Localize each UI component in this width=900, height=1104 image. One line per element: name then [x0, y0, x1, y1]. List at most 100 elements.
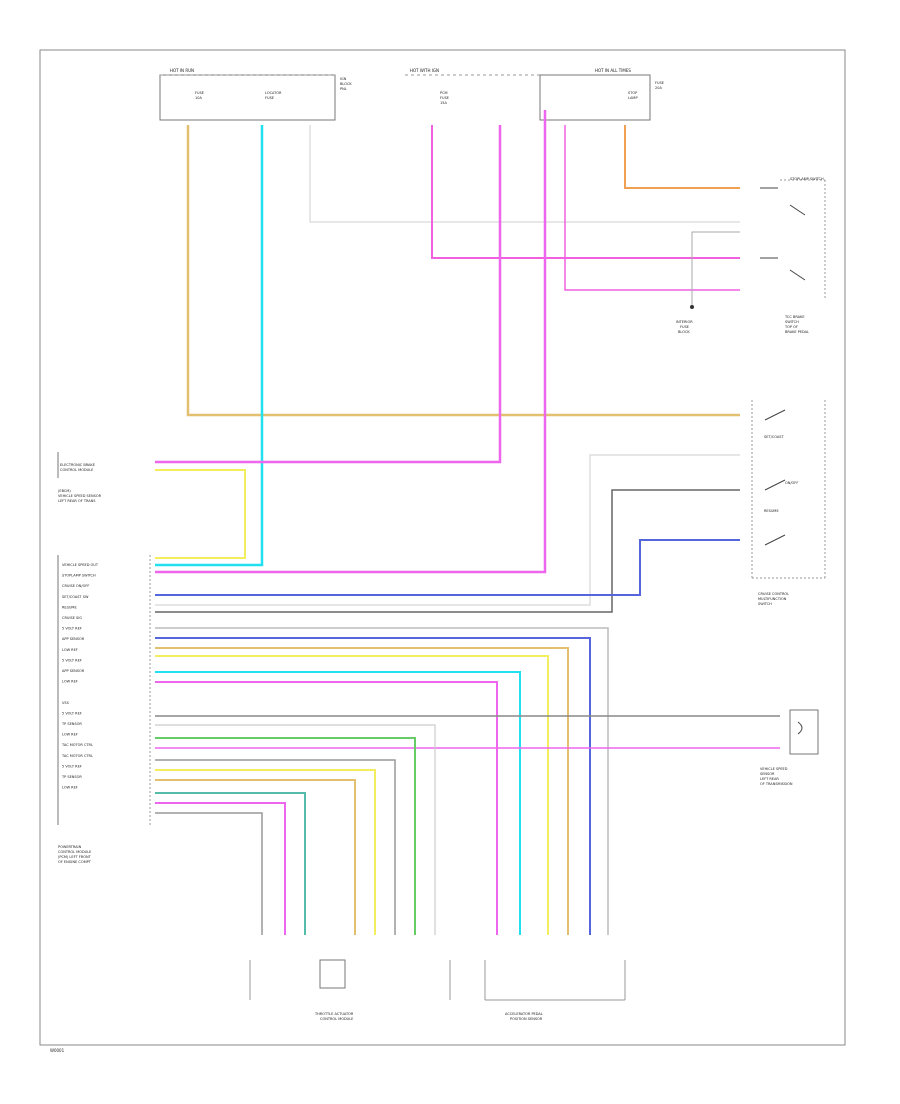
wire-yellow-ebcm-pcm — [155, 469, 246, 559]
svg-text:TOP OF: TOP OF — [784, 325, 798, 329]
svg-text:CONTROL MODULE: CONTROL MODULE — [58, 850, 91, 854]
pcm-pin-label: LOW REF — [62, 648, 78, 652]
pcm-pin-label: APP SENSOR — [62, 637, 85, 641]
wire-orange-stoplamp — [624, 125, 740, 189]
wire-magenta-pcm — [155, 110, 547, 574]
stoplamp-switch: STOPLAMP SWITCH TCC BRAKE SWITCH TOP OF … — [760, 177, 826, 334]
svg-text:OF ENGINE COMPT: OF ENGINE COMPT — [58, 860, 92, 864]
svg-text:15A: 15A — [440, 101, 447, 105]
svg-text:FUSE: FUSE — [440, 96, 449, 100]
svg-text:20A: 20A — [655, 86, 662, 90]
svg-text:BRAKE PEDAL: BRAKE PEDAL — [785, 330, 809, 334]
svg-text:CONTROL MODULE: CONTROL MODULE — [320, 1017, 353, 1021]
pcm-module: POWERTRAIN CONTROL MODULE (PCM) LEFT FRO… — [57, 555, 151, 864]
top-left-fuse-box: HOT IN RUN FUSE 10A LOCATOR FUSE IGN BLO… — [159, 68, 352, 121]
svg-text:SENSOR: SENSOR — [760, 772, 775, 776]
pcm-pin-label: TAC MOTOR CTRL — [61, 754, 93, 758]
svg-text:MULTIFUNCTION: MULTIFUNCTION — [758, 597, 787, 601]
svg-text:SWITCH: SWITCH — [785, 320, 799, 324]
pcm-pin-label: STOPLAMP SWITCH — [62, 574, 96, 578]
svg-text:10A: 10A — [195, 96, 202, 100]
pcm-pin-label: 5 VOLT REF — [62, 658, 82, 662]
svg-text:POSITION SENSOR: POSITION SENSOR — [510, 1017, 543, 1021]
pcm-pin-label: 5 VOLT REF — [62, 764, 82, 768]
svg-text:RESUME: RESUME — [764, 509, 779, 513]
svg-text:FUSE: FUSE — [655, 81, 664, 85]
svg-text:VEHICLE SPEED SENSOR: VEHICLE SPEED SENSOR — [58, 494, 102, 498]
svg-text:IGN: IGN — [340, 77, 347, 81]
pcm-pin-label: RESUME — [62, 605, 77, 609]
svg-text:INTERIOR: INTERIOR — [676, 320, 693, 324]
wire-ltgray-tac — [155, 724, 436, 935]
wire-cyan-ign — [155, 125, 264, 567]
pcm-pin-label: 5 VOLT REF — [62, 711, 82, 715]
svg-text:STOPLAMP SWITCH: STOPLAMP SWITCH — [790, 177, 824, 181]
accelerator-pedal-sensor: ACCELERATOR PEDAL POSITION SENSOR — [484, 960, 626, 1021]
svg-text:HOT WITH IGN: HOT WITH IGN — [410, 68, 439, 73]
wire-pink-tac — [155, 802, 286, 935]
svg-text:SWITCH: SWITCH — [758, 602, 772, 606]
svg-text:VEHICLE SPEED: VEHICLE SPEED — [760, 767, 788, 771]
wire-gray-setcoast — [155, 454, 740, 606]
pcm-pin-label: TP SENSOR — [61, 722, 82, 726]
throttle-actuator-module: THROTTLE ACTUATOR CONTROL MODULE — [249, 959, 451, 1021]
svg-text:FUSE: FUSE — [195, 91, 204, 95]
svg-text:(PCM) LEFT FRONT: (PCM) LEFT FRONT — [58, 855, 92, 859]
svg-text:TCC BRAKE: TCC BRAKE — [784, 315, 805, 319]
svg-text:HOT IN ALL TIMES: HOT IN ALL TIMES — [595, 68, 631, 73]
svg-text:FUSE: FUSE — [680, 325, 689, 329]
svg-text:LAMP: LAMP — [628, 96, 638, 100]
wire-gray-tac — [155, 759, 396, 935]
svg-text:OF TRANSMISSION: OF TRANSMISSION — [760, 782, 793, 786]
pcm-pin-label: TAC MOTOR CTRL — [61, 743, 93, 747]
svg-text:HOT IN RUN: HOT IN RUN — [170, 68, 194, 73]
svg-text:BLOCK: BLOCK — [678, 330, 690, 334]
svg-text:STOP: STOP — [628, 91, 637, 95]
wire-lemon-tac — [155, 769, 376, 935]
top-mid-fuse-box: HOT WITH IGN PCM FUSE 15A — [405, 68, 650, 105]
wire-yellow-app — [155, 655, 549, 935]
wire-pink-tcc — [564, 125, 740, 291]
pcm-pin-label: LOW REF — [62, 786, 78, 790]
pcm-pin-label: TP SENSOR — [61, 775, 82, 779]
wire-pink-stoplamp — [431, 125, 740, 259]
wire-gray-ground — [691, 231, 740, 305]
wire-gray-stoplamp — [309, 125, 740, 223]
wire-blue-onoff — [155, 539, 740, 596]
pcm-pin-label: VEHICLE SPEED OUT — [62, 563, 99, 567]
diagram-frame — [39, 49, 846, 1046]
interior-fuse-block-label: INTERIOR FUSE BLOCK — [676, 320, 693, 334]
svg-text:(EBCM): (EBCM) — [58, 489, 71, 493]
svg-text:CRUISE CONTROL: CRUISE CONTROL — [758, 592, 789, 596]
cruise-control-switch: SET/COAST RESUME ON/OFF CRUISE CONTROL M… — [751, 400, 826, 606]
pcm-pin-label: CRUISE SIG — [62, 616, 82, 620]
ground-icon — [690, 305, 694, 309]
svg-text:BLOCK: BLOCK — [340, 82, 352, 86]
svg-text:LOCATOR: LOCATOR — [265, 91, 282, 95]
ebcm-module: ELECTRONIC BRAKE CONTROL MODULE (EBCM) V… — [57, 452, 102, 503]
wire-cyan-app — [155, 671, 521, 935]
wire-gray-app — [155, 627, 609, 935]
pcm-pin-label: 5 VOLT REF — [62, 627, 82, 631]
wire-tan-cruise-feed — [186, 125, 740, 417]
svg-text:FUSE: FUSE — [265, 96, 274, 100]
svg-text:SET/COAST: SET/COAST — [764, 435, 785, 439]
svg-text:POWERTRAIN: POWERTRAIN — [58, 845, 82, 849]
svg-text:LEFT REAR: LEFT REAR — [760, 777, 779, 781]
wire-magenta-ebcm — [155, 125, 502, 464]
pcm-pin-label: VSS — [62, 701, 70, 705]
wire-pink-app — [155, 681, 498, 935]
wire-tan-tac — [155, 779, 356, 935]
wire-green-tac — [155, 737, 416, 935]
svg-text:ACCELERATOR PEDAL: ACCELERATOR PEDAL — [505, 1012, 543, 1016]
pcm-pin-label: LOW REF — [62, 680, 78, 684]
svg-text:PNL: PNL — [340, 87, 347, 91]
pcm-pin-label: APP SENSOR — [62, 669, 85, 673]
pcm-pin-label: LOW REF — [62, 733, 78, 737]
vehicle-speed-sensor: VEHICLE SPEED SENSOR LEFT REAR OF TRANSM… — [760, 709, 819, 786]
svg-text:LEFT REAR OF TRANS: LEFT REAR OF TRANS — [58, 499, 96, 503]
diagram-code-label: W0001 — [50, 1048, 65, 1053]
